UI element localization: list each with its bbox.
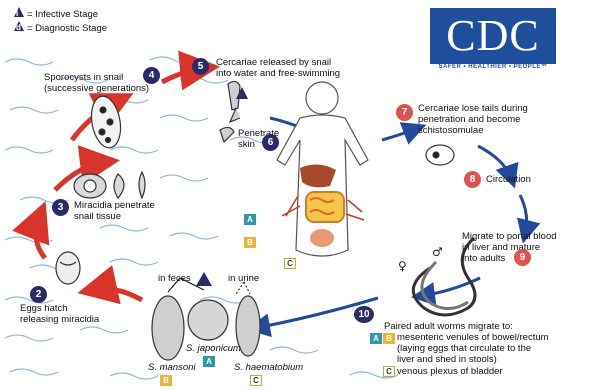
label-in-urine: in urine xyxy=(228,273,259,284)
tag-c-worms: C xyxy=(383,366,395,377)
label-s-haematobium: S. haematobium xyxy=(234,362,303,373)
legend-diagnostic-symbol: d xyxy=(16,22,21,33)
cdc-logo-text: CDC xyxy=(430,14,556,58)
tag-a-japonicum: A xyxy=(203,356,215,367)
step-sporocysts-line1: Sporocysts in snail xyxy=(44,72,123,83)
step-tails-line2: penetration and become xyxy=(418,114,520,125)
step-worms-line4: liver and shed in stools) xyxy=(397,354,497,365)
tag-c-body: C xyxy=(284,258,296,269)
step-cercariae-line1: Cercariae released by snail xyxy=(216,57,331,68)
diagnostic-stage-icon xyxy=(196,272,212,286)
step-tails-line3: schistosomulae xyxy=(418,125,483,136)
cdc-logo: CDC SAFER • HEALTHIER • PEOPLE™ xyxy=(430,8,556,74)
legend-diagnostic-label: = Diagnostic Stage xyxy=(27,23,107,34)
step-portal-line3: into adults xyxy=(462,253,505,264)
blue-arrows xyxy=(255,118,527,328)
snail-shells xyxy=(74,172,145,198)
tag-c-haematobium: C xyxy=(250,375,262,386)
tag-b-body: B xyxy=(244,237,256,248)
tag-a-body: A xyxy=(244,214,256,225)
tag-a-worms: A xyxy=(370,333,382,344)
step-number-5: 5 xyxy=(192,58,209,75)
step-miracidia-line2: snail tissue xyxy=(74,211,121,222)
step-number-8: 8 xyxy=(464,171,481,188)
step-number-2: 2 xyxy=(30,286,47,303)
label-in-feces: in feces xyxy=(158,273,191,284)
step-worms-line1: Paired adult worms migrate to: xyxy=(384,321,513,332)
step-cercariae-line2: into water and free-swimming xyxy=(216,68,340,79)
step-number-7: 7 xyxy=(396,104,413,121)
step-portal-line1: Migrate to portal blood xyxy=(462,231,557,242)
schistosomulum xyxy=(426,145,454,165)
step-miracidia-line1: Miracidia penetrate xyxy=(74,200,155,211)
tag-b-mansoni: B xyxy=(160,375,172,386)
step-worms-line3: (laying eggs that circulate to the xyxy=(397,343,531,354)
step-tails-line1: Cercariae lose tails during xyxy=(418,103,528,114)
step-eggs-hatch-line2: releasing miracidia xyxy=(20,314,99,325)
step-number-6: 6 xyxy=(262,134,279,151)
step-number-9: 9 xyxy=(514,249,531,266)
legend-infective-label: = Infective Stage xyxy=(27,9,98,20)
step-penetrate-line2: skin xyxy=(238,139,255,150)
male-symbol: ♂ xyxy=(432,245,443,259)
step-eggs-hatch-line1: Eggs hatch xyxy=(20,303,68,314)
cdc-tagline: SAFER • HEALTHIER • PEOPLE™ xyxy=(430,64,556,70)
organs xyxy=(282,164,364,247)
label-s-mansoni: S. mansoni xyxy=(148,362,196,373)
hatching-egg xyxy=(56,252,80,284)
step-number-3: 3 xyxy=(52,199,69,216)
step-worms-line5: venous plexus of bladder xyxy=(397,366,503,377)
step-sporocysts-line2: (successive generations) xyxy=(44,83,149,94)
legend-infective-symbol: i xyxy=(16,8,18,19)
step-worms-line2: mesenteric venules of bowel/rectum xyxy=(397,332,549,343)
label-s-japonicum: S. japonicum xyxy=(186,343,241,354)
step-number-10: 10 xyxy=(354,306,374,323)
tag-b-worms: B xyxy=(383,333,395,344)
cercariae xyxy=(220,81,240,142)
step-number-4: 4 xyxy=(143,67,160,84)
step-circulation: Circulation xyxy=(486,174,531,185)
female-symbol: ♀ xyxy=(398,259,407,273)
